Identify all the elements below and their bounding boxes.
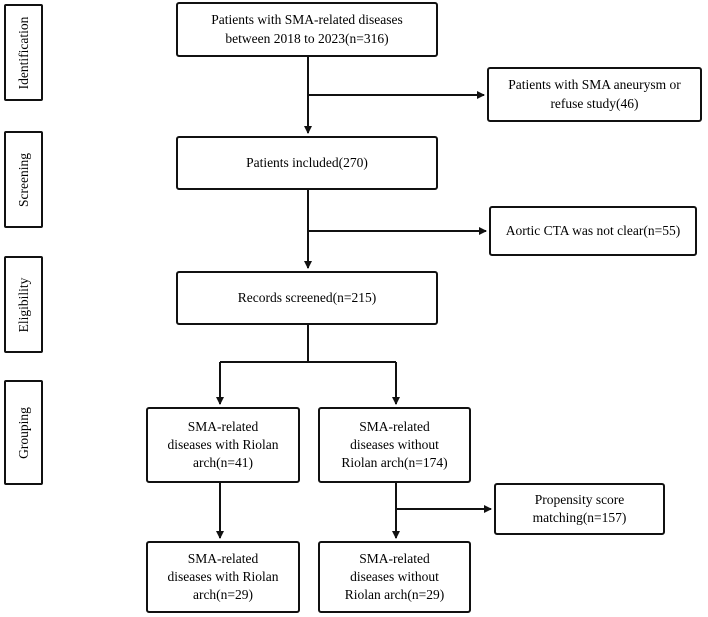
box-without-riolan-initial: SMA-related diseases without Riolan arch… xyxy=(318,407,471,483)
box-excluded-aneurysm-text: Patients with SMA aneurysm or refuse stu… xyxy=(508,77,681,111)
box-patients-all-text: Patients with SMA-related diseases betwe… xyxy=(211,12,403,46)
box-patients-included: Patients included(270) xyxy=(176,136,438,190)
box-with-riolan-matched: SMA-related diseases with Riolan arch(n=… xyxy=(146,541,300,613)
box-excluded-cta-text: Aortic CTA was not clear(n=55) xyxy=(505,222,681,238)
box-patients-all: Patients with SMA-related diseases betwe… xyxy=(176,2,438,57)
box-with-riolan-matched-text: SMA-related diseases with Riolan arch(n=… xyxy=(167,550,279,603)
box-without-riolan-matched: SMA-related diseases without Riolan arch… xyxy=(318,541,471,613)
box-with-riolan-initial: SMA-related diseases with Riolan arch(n=… xyxy=(146,407,300,483)
box-propensity-matching-text: Propensity score matching(n=157) xyxy=(532,491,627,525)
box-without-riolan-initial-text: SMA-related diseases without Riolan arch… xyxy=(341,418,448,471)
stage-grouping: Grouping xyxy=(4,380,43,485)
box-propensity-matching: Propensity score matching(n=157) xyxy=(494,483,665,535)
box-excluded-aneurysm: Patients with SMA aneurysm or refuse stu… xyxy=(487,67,702,122)
stage-identification: Identification xyxy=(4,4,43,101)
box-records-screened: Records screened(n=215) xyxy=(176,271,438,325)
box-patients-included-text: Patients included(270) xyxy=(246,154,368,170)
box-excluded-cta: Aortic CTA was not clear(n=55) xyxy=(489,206,697,256)
box-records-screened-text: Records screened(n=215) xyxy=(237,289,377,305)
stage-screening: Screening xyxy=(4,131,43,228)
stage-eligibility: Eligibility xyxy=(4,256,43,353)
box-with-riolan-initial-text: SMA-related diseases with Riolan arch(n=… xyxy=(167,418,279,471)
box-without-riolan-matched-text: SMA-related diseases without Riolan arch… xyxy=(344,550,445,603)
